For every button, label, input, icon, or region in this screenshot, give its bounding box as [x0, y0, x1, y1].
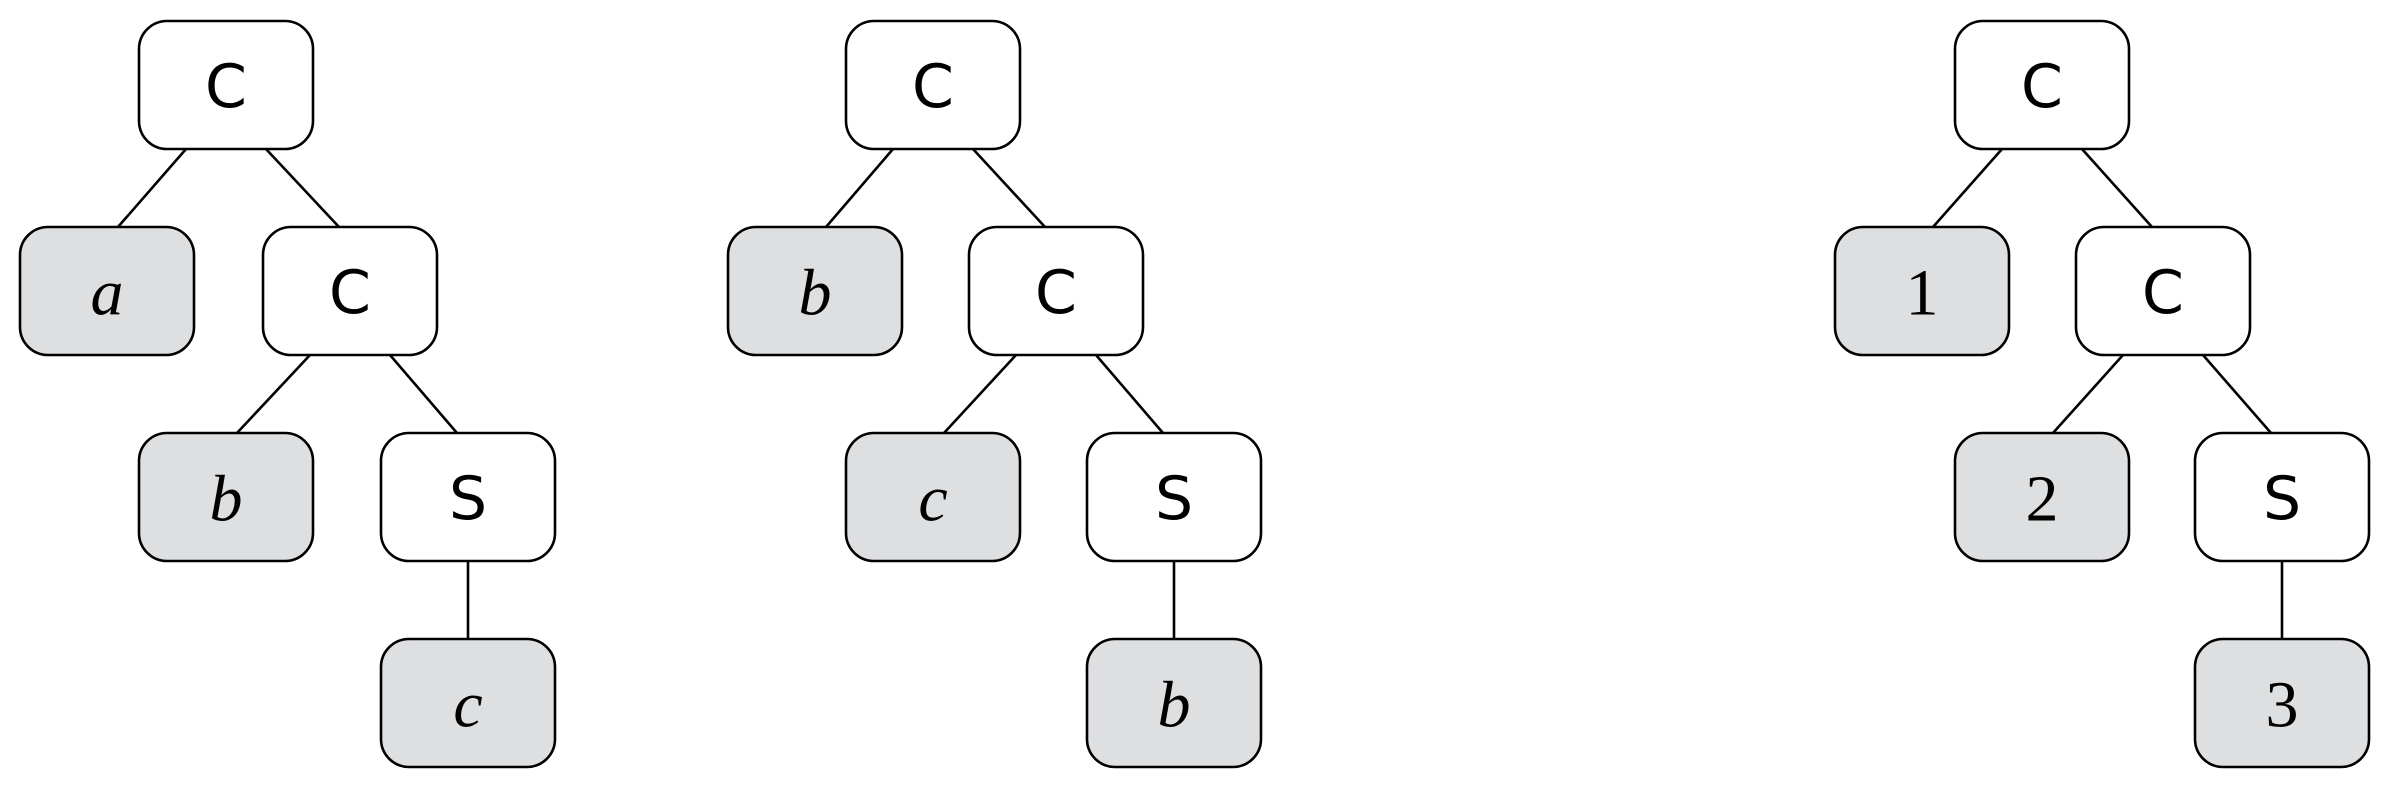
node-label: S — [1155, 464, 1193, 534]
leaf-node-box — [379, 637, 557, 769]
leaf-node-box — [137, 431, 315, 563]
tree-2-node-root: C — [844, 19, 1022, 151]
tree-3-edge-inner-to-leaf-2 — [2052, 354, 2124, 434]
leaf-node-box — [18, 225, 196, 357]
node-label: c — [453, 669, 482, 742]
tree-1-node-leaf-a: a — [18, 225, 196, 357]
tree-1-edge-root-to-inner — [265, 148, 340, 228]
node-label: b — [1158, 669, 1191, 742]
tree-1-node-leaf-b: b — [137, 431, 315, 563]
tree-2-edge-root-to-inner — [972, 148, 1046, 228]
internal-node-box — [2074, 225, 2252, 357]
tree-2-node-leaf-b: b — [726, 225, 904, 357]
node-label: 3 — [2266, 669, 2299, 742]
internal-node-box — [137, 19, 315, 151]
node-label: b — [210, 463, 243, 536]
tree-2-edge-inner-to-s — [1095, 354, 1164, 434]
internal-node-box — [1085, 431, 1263, 563]
node-label: S — [2263, 464, 2301, 534]
node-label: 2 — [2026, 463, 2059, 536]
node-label: C — [2021, 52, 2063, 122]
leaf-node-box — [1833, 225, 2011, 357]
tree-1-node-inner: C — [261, 225, 439, 357]
node-label: b — [799, 257, 832, 330]
tree-1-node-s: S — [379, 431, 557, 563]
internal-node-box — [967, 225, 1145, 357]
node-label: C — [2142, 258, 2184, 328]
leaf-node-box — [1953, 431, 2131, 563]
leaf-node-box — [844, 431, 1022, 563]
tree-3-edge-inner-to-s — [2202, 354, 2272, 434]
tree-3-node-s: S — [2193, 431, 2371, 563]
node-label: S — [449, 464, 487, 534]
node-label: 1 — [1906, 257, 1939, 330]
tree-3-node-leaf-2: 2 — [1953, 431, 2131, 563]
leaf-node-box — [2193, 637, 2371, 769]
leaf-node-box — [726, 225, 904, 357]
node-label: C — [1035, 258, 1077, 328]
tree-1-edge-inner-to-s — [389, 354, 458, 434]
internal-node-box — [261, 225, 439, 357]
internal-node-box — [844, 19, 1022, 151]
node-label: C — [329, 258, 371, 328]
node-label: C — [205, 52, 247, 122]
tree-3-node-leaf-3: 3 — [2193, 637, 2371, 769]
tree-1-node-root: C — [137, 19, 315, 151]
tree-1-edge-inner-to-leaf-b — [236, 354, 311, 434]
node-label: C — [912, 52, 954, 122]
tree-2-node-s: S — [1085, 431, 1263, 563]
tree-3-node-leaf-1: 1 — [1833, 225, 2011, 357]
tree-2-edge-root-to-leaf-b — [825, 148, 894, 228]
tree-1-node-leaf-c: c — [379, 637, 557, 769]
internal-node-box — [1953, 19, 2131, 151]
tree-2-node-leaf-c: c — [844, 431, 1022, 563]
tree-2-node-inner: C — [967, 225, 1145, 357]
tree-3-node-inner: C — [2074, 225, 2252, 357]
tree-2-edge-inner-to-leaf-c — [943, 354, 1017, 434]
internal-node-box — [2193, 431, 2371, 563]
tree-3-node-root: C — [1953, 19, 2131, 151]
node-label: a — [91, 257, 124, 330]
node-label: c — [918, 463, 947, 536]
tree-3-edge-root-to-leaf-1 — [1932, 148, 2003, 228]
edges-layer — [117, 148, 2284, 639]
leaf-node-box — [1085, 637, 1263, 769]
tree-1-edge-root-to-leaf-a — [117, 148, 187, 228]
internal-node-box — [379, 431, 557, 563]
tree-3-edge-root-to-inner — [2081, 148, 2153, 228]
tree-2-node-leaf-b2: b — [1085, 637, 1263, 769]
